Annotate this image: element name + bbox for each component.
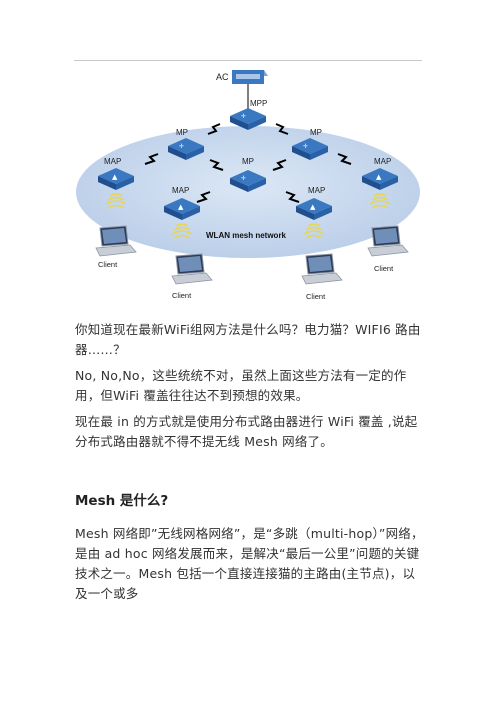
map-inner-right-node: ▲ MAP [296,186,332,239]
paragraph-1: 你知道现在最新WiFi组网方法是什么吗？电力猫？WIFI6 路由器……？ [75,322,421,357]
wlan-mesh-diagram: AC ✛ MPP ✛ MP ✛ MP ✛ MP ▲ MAP [76,70,420,301]
client-laptop-4: Client [367,225,409,273]
paragraph-4: Mesh 网络即”无线网格网络”，是“多跳（multi-hop）”网络，是由 a… [75,526,424,601]
svg-text:✛: ✛ [241,175,246,182]
map-right-node: ▲ MAP [362,157,398,209]
mesh-block: Mesh 网络即”无线网格网络”，是“多跳（multi-hop）”网络，是由 a… [75,524,425,610]
mpp-label: MPP [250,99,267,108]
svg-text:▲: ▲ [310,203,316,211]
mp-right-label: MP [310,128,322,137]
paragraph-2: No, No,No，这些统统不对，虽然上面这些方法有一定的作用，但WiFi 覆盖… [75,368,407,403]
svg-text:✛: ✛ [303,143,308,150]
mp-right-node: ✛ MP [292,128,328,160]
network-label: WLAN mesh network [206,231,287,240]
client-4-label: Client [374,264,394,273]
map-inner-left-label: MAP [172,186,189,195]
svg-text:▲: ▲ [178,203,184,211]
ac-node: AC [216,70,268,84]
top-rule [74,60,422,61]
section-heading: Mesh 是什么? [75,493,169,509]
svg-text:▲: ▲ [112,173,118,181]
client-laptop-1: Client [95,225,137,269]
map-left-label: MAP [104,157,121,166]
client-laptop-3: Client [301,253,343,301]
intro-block: 你知道现在最新WiFi组网方法是什么吗？电力猫？WIFI6 路由器……？ No,… [75,320,425,458]
mp-center-label: MP [242,157,254,166]
ac-label: AC [216,72,229,82]
map-inner-right-label: MAP [308,186,325,195]
map-left-node: ▲ MAP [98,157,134,209]
mp-left-node: ✛ MP [168,128,204,160]
map-right-label: MAP [374,157,391,166]
client-laptop-2: Client [171,253,213,300]
svg-text:▲: ▲ [376,173,382,181]
wireless-links [144,123,352,203]
mp-left-label: MP [176,128,188,137]
client-3-label: Client [306,292,326,301]
svg-text:✛: ✛ [179,143,184,150]
client-1-label: Client [98,260,118,269]
map-inner-left-node: ▲ MAP [164,186,200,239]
mp-center-node: ✛ MP [230,157,266,192]
mpp-node: ✛ MPP [230,99,267,130]
client-2-label: Client [172,291,192,300]
paragraph-3: 现在最 in 的方式就是使用分布式路由器进行 WiFi 覆盖 ,说起分布式路由器… [75,414,418,449]
svg-text:✛: ✛ [241,113,246,120]
